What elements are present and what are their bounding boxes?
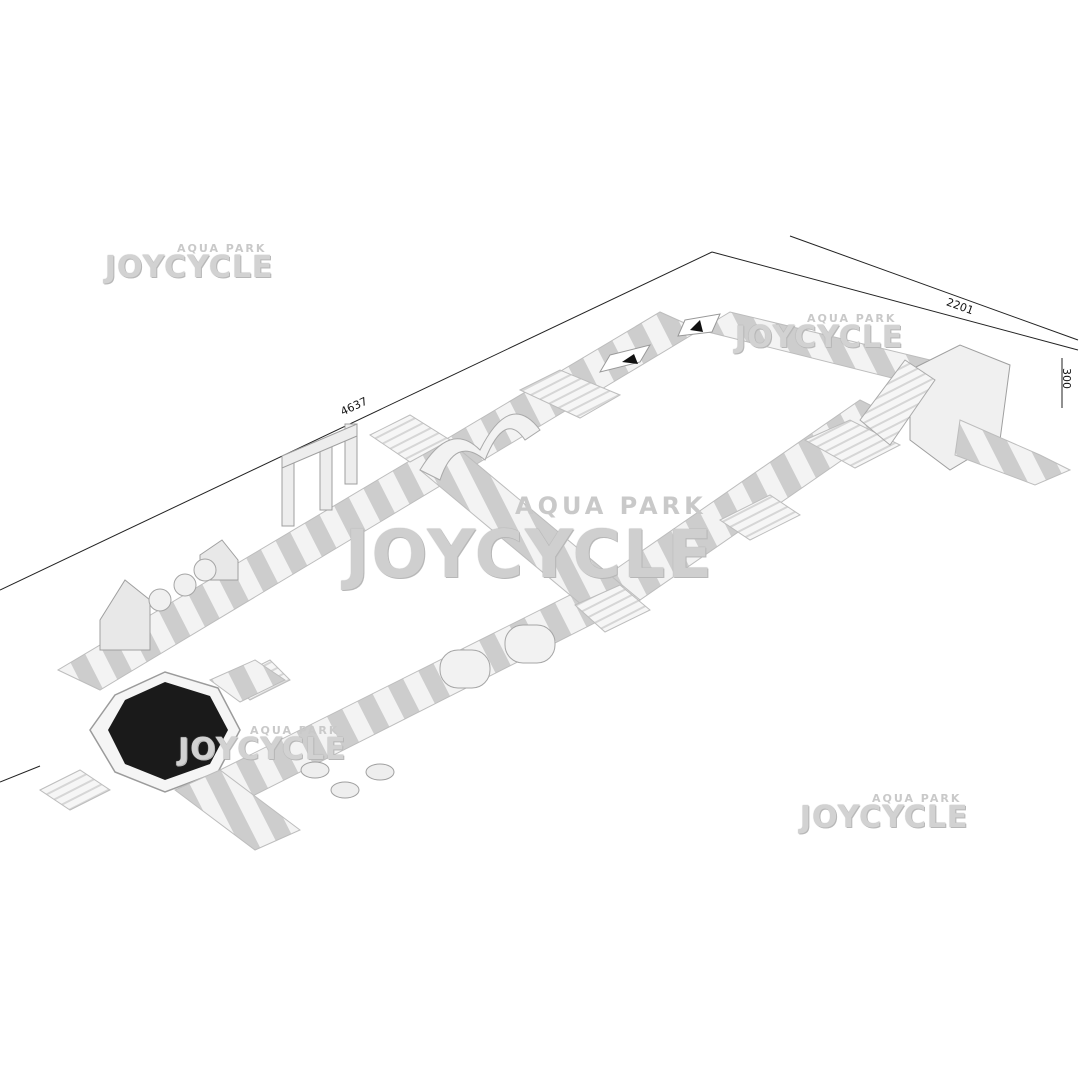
swing-frame xyxy=(281,423,358,527)
arrow-icon xyxy=(622,354,638,364)
width-dimension-line-top xyxy=(711,251,1079,351)
slide xyxy=(954,419,1072,486)
tower-with-stairs xyxy=(859,344,1072,486)
arrow-icon xyxy=(690,320,703,332)
trampoline-walkways xyxy=(174,659,301,851)
trampoline-mat xyxy=(108,682,228,780)
width-dimension-line xyxy=(789,235,1079,341)
stepping-discs xyxy=(300,761,395,799)
dimension-lines xyxy=(0,235,1079,783)
direction-arrows xyxy=(598,313,721,373)
trampoline xyxy=(89,671,241,793)
wave-obstacle xyxy=(419,413,541,481)
length-dimension-line xyxy=(0,251,713,591)
climbing-block xyxy=(99,539,239,651)
extension-line-left xyxy=(0,765,41,783)
roller-cylinders xyxy=(439,624,556,689)
height-label: 300 xyxy=(1060,368,1073,389)
